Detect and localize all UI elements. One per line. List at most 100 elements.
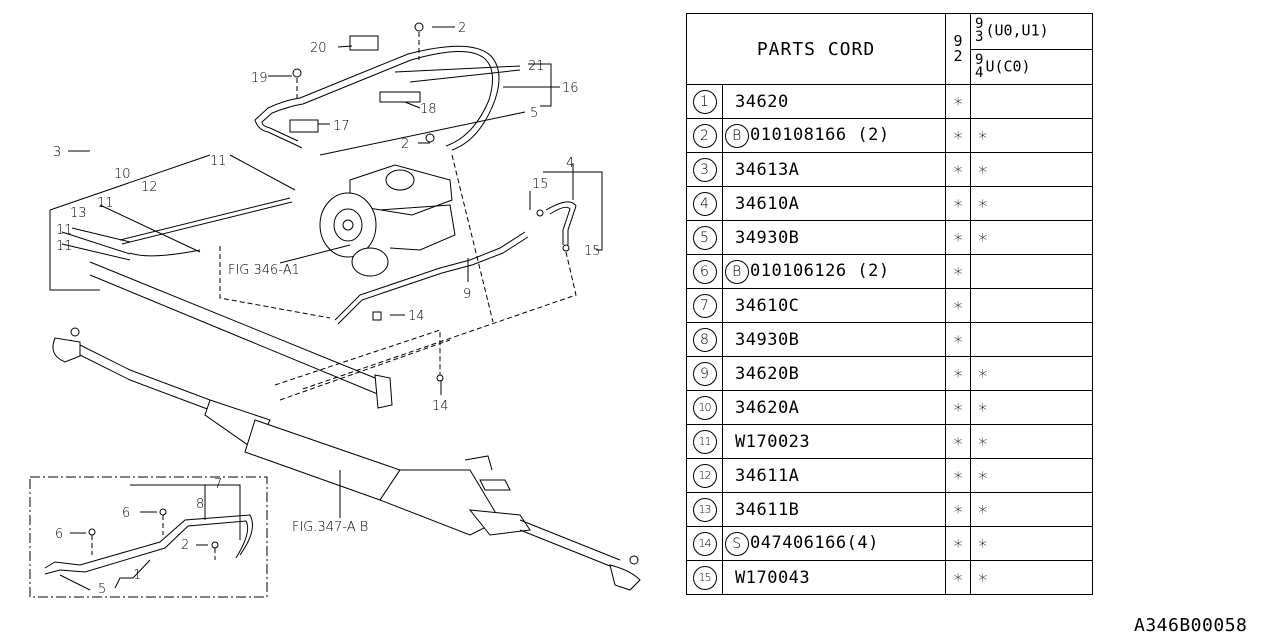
applicability-92: ∗ (945, 560, 971, 595)
ref-number: 9 (692, 361, 717, 386)
leader-lines (61, 26, 603, 589)
ref-number: 11 (692, 429, 717, 454)
applicability-mark: ∗ (952, 363, 964, 384)
applicability-92: ∗ (945, 186, 971, 221)
callout-1: 1 (133, 568, 141, 583)
header-year-94: 9 4 U(C0) (970, 48, 1093, 85)
ref-number: 10 (692, 395, 717, 420)
callout-15: 15 (584, 244, 601, 259)
applicability-mark: ∗ (952, 465, 964, 486)
applicability-mark: ∗ (952, 499, 964, 520)
bracket-17 (289, 119, 319, 133)
ref-number: 1 (692, 89, 717, 114)
header-year-93: 9 3 (U0,U1) (970, 13, 1093, 50)
callout-17: 17 (333, 119, 350, 134)
applicability-92: ∗ (945, 424, 971, 459)
applicability-mark: ∗ (952, 295, 964, 316)
part-number-cell: 34610A (722, 186, 946, 221)
ref-number-cell: 6 (686, 254, 723, 289)
applicability-mark: ∗ (952, 125, 964, 146)
applicability-mark: ∗ (977, 125, 989, 146)
applicability-92: ∗ (945, 118, 971, 153)
applicability-mark: ∗ (977, 227, 989, 248)
callout-4: 4 (566, 156, 574, 171)
callout-15: 15 (532, 177, 549, 192)
return-pipe (299, 201, 577, 391)
applicability-93-94 (970, 322, 1093, 357)
callout-14: 14 (408, 309, 425, 324)
pipe-group-10 (49, 154, 331, 319)
callout-21: 21 (528, 59, 545, 74)
ref-number: 7 (692, 293, 717, 318)
part-number-cell: 34930B (722, 220, 946, 255)
pressure-hose-assembly (254, 22, 500, 323)
inset-box (29, 476, 268, 598)
ref-number: 4 (692, 191, 717, 216)
ref-number-cell: 13 (686, 492, 723, 527)
clamp-20 (349, 35, 379, 51)
callout-18: 18 (420, 102, 437, 117)
callout-2: 2 (181, 538, 189, 553)
applicability-mark: ∗ (977, 159, 989, 180)
applicability-mark: ∗ (952, 431, 964, 452)
catalog-code: A346B00058 (1134, 615, 1248, 636)
ref-number: 12 (692, 463, 717, 488)
applicability-93-94: ∗ (970, 424, 1093, 459)
bolt-2-top (414, 22, 424, 32)
ref-number-cell: 8 (686, 322, 723, 357)
applicability-mark: ∗ (977, 533, 989, 554)
applicability-92: ∗ (945, 254, 971, 289)
applicability-mark: ∗ (977, 567, 989, 588)
part-number: W170023 (735, 431, 811, 452)
applicability-92: ∗ (945, 458, 971, 493)
callout-11: 11 (56, 223, 73, 238)
part-number-cell: 34613A (722, 152, 946, 187)
part-number-cell: 34620 (722, 84, 946, 119)
callout-3: 3 (53, 145, 61, 160)
part-number-cell: W170043 (722, 560, 946, 595)
ref-number: 13 (692, 497, 717, 522)
callout-8: 8 (196, 497, 204, 512)
callout-10: 10 (114, 167, 131, 182)
applicability-93-94: ∗ (970, 458, 1093, 493)
part-number: 34930B (735, 329, 800, 350)
part-number: 34610A (735, 193, 800, 214)
applicability-92: ∗ (945, 220, 971, 255)
callout-11: 11 (56, 239, 73, 254)
ref-number-cell: 7 (686, 288, 723, 323)
bracket-18 (379, 91, 421, 103)
ref-number: 14 (692, 531, 717, 556)
part-number-cell: 34620A (722, 390, 946, 425)
ref-number-cell: 2 (686, 118, 723, 153)
part-number: 34620A (735, 397, 800, 418)
steering-gearbox (52, 261, 641, 591)
applicability-93-94: ∗ (970, 390, 1093, 425)
callout-labels: 2 20 21 19 16 18 5 17 2 3 11 4 10 12 15 … (53, 21, 601, 597)
callout-20: 20 (310, 41, 327, 56)
applicability-93-94: ∗ (970, 186, 1093, 221)
callout-6: 6 (55, 527, 63, 542)
callout-5: 5 (530, 106, 538, 121)
ref-number: 8 (692, 327, 717, 352)
ref-number: 5 (692, 225, 717, 250)
ref-number-cell: 10 (686, 390, 723, 425)
ref-number-cell: 3 (686, 152, 723, 187)
part-number-cell: 34930B (722, 322, 946, 357)
callout-6: 6 (122, 506, 130, 521)
applicability-mark: ∗ (952, 567, 964, 588)
table-header-row-1: PARTS CORD 9 2 9 3 (U0,U1) (686, 13, 1093, 85)
applicability-92: ∗ (945, 492, 971, 527)
table-row: 11 W170023 ∗ ∗ (686, 424, 1093, 459)
callout-14: 14 (432, 399, 449, 414)
part-number-cell: 34610C (722, 288, 946, 323)
